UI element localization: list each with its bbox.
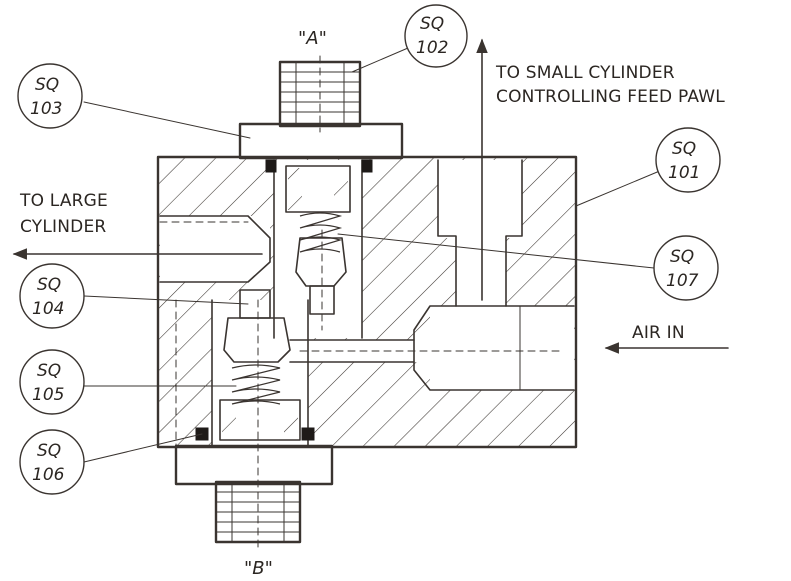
large-cylinder-label-line1: TO LARGE xyxy=(19,191,108,211)
small-cylinder-label-line2: CONTROLLING FEED PAWL xyxy=(496,87,725,107)
svg-text:103: 103 xyxy=(30,99,62,119)
flow-arrows xyxy=(12,38,729,354)
upper-valve-assembly xyxy=(265,159,373,339)
port-b-label: "B" xyxy=(244,558,273,579)
svg-text:SQ: SQ xyxy=(670,247,694,267)
callout-sq102: SQ 102 xyxy=(404,4,468,68)
svg-text:SQ: SQ xyxy=(420,14,444,34)
lower-valve-assembly xyxy=(195,289,315,447)
svg-text:SQ: SQ xyxy=(37,441,61,461)
svg-text:104: 104 xyxy=(32,299,64,319)
callout-sq107: SQ 107 xyxy=(653,235,719,301)
callout-sq106: SQ 106 xyxy=(19,429,85,495)
svg-text:SQ: SQ xyxy=(37,275,61,295)
svg-text:102: 102 xyxy=(416,38,448,58)
leader-lines xyxy=(83,41,663,463)
svg-text:107: 107 xyxy=(666,271,699,291)
port-bores xyxy=(159,159,575,447)
callout-sq105: SQ 105 xyxy=(19,349,85,415)
small-cylinder-label-line1: TO SMALL CYLINDER xyxy=(495,63,675,83)
svg-text:101: 101 xyxy=(668,163,700,183)
large-cylinder-label-line2: CYLINDER xyxy=(20,217,106,237)
svg-text:SQ: SQ xyxy=(672,139,696,159)
svg-text:SQ: SQ xyxy=(35,75,59,95)
air-in-label: AIR IN xyxy=(632,323,685,343)
port-a-fitting xyxy=(238,55,404,160)
svg-text:105: 105 xyxy=(32,385,64,405)
callout-sq103: SQ 103 xyxy=(17,63,83,129)
callout-sq101: SQ 101 xyxy=(655,127,721,193)
svg-text:106: 106 xyxy=(32,465,65,485)
svg-text:SQ: SQ xyxy=(37,361,61,381)
port-b-fitting xyxy=(174,299,334,549)
port-a-label: "A" xyxy=(298,28,327,49)
callout-sq104: SQ 104 xyxy=(19,263,85,329)
